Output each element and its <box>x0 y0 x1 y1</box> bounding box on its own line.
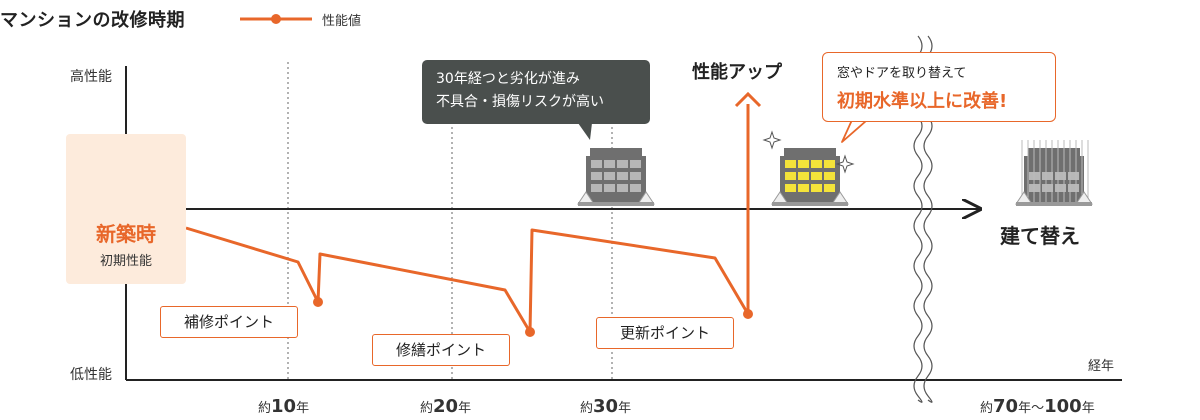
orange-callout: 窓やドアを取り替えて 初期水準以上に改善! <box>822 52 1056 122</box>
sparkle-icon <box>762 130 782 150</box>
y-axis-low-label: 低性能 <box>70 367 112 383</box>
building-aged-icon <box>577 148 655 206</box>
new-building-title: 新築時 <box>96 222 156 246</box>
dark-callout: 30年経つと劣化が進み 不具合・損傷リスクが高い <box>422 60 650 124</box>
upgrade-point-dot <box>743 309 753 319</box>
renovation-point-dot <box>525 327 535 337</box>
sparkle-icon <box>835 154 855 174</box>
orange-callout-line1: 窓やドアを取り替えて <box>837 66 967 81</box>
building-upgraded-icon <box>771 148 849 206</box>
dark-callout-line2: 不具合・損傷リスクが高い <box>436 94 604 110</box>
y-axis-high-label: 高性能 <box>70 69 112 85</box>
new-building-panel <box>66 134 186 284</box>
upgrade-point-label: 更新ポイント <box>596 317 734 349</box>
building-rebuild-icon <box>1015 140 1093 206</box>
performance-up-arrow-icon <box>734 91 762 108</box>
renovation-point-label: 修繕ポイント <box>372 334 510 366</box>
rebuild-label: 建て替え <box>1000 224 1080 248</box>
x-tick-20y: 約20年 <box>420 396 472 417</box>
dark-callout-tail <box>578 123 592 140</box>
x-axis-label: 経年 <box>1088 359 1115 374</box>
orange-callout-line2: 初期水準以上に改善! <box>837 91 1008 112</box>
repair-point-label: 補修ポイント <box>160 306 298 338</box>
x-tick-30y: 約30年 <box>580 396 632 417</box>
x-tick-70-100y: 約70年～100年 <box>980 396 1095 417</box>
legend-label: 性能値 <box>322 14 362 29</box>
legend-swatch <box>240 14 312 24</box>
performance-line <box>185 104 750 334</box>
orange-callout-tail <box>841 119 867 143</box>
repair-point-dot <box>313 297 323 307</box>
dark-callout-line1: 30年経つと劣化が進み <box>436 71 580 87</box>
new-building-subtitle: 初期性能 <box>99 254 152 269</box>
x-tick-10y: 約10年 <box>258 396 310 417</box>
performance-up-label: 性能アップ <box>692 62 782 83</box>
page-title: マンションの改修時期 <box>0 10 185 31</box>
